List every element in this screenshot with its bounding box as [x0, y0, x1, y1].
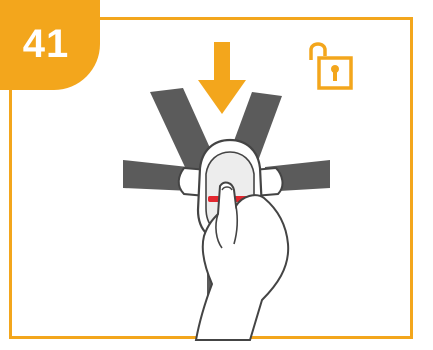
unlocked-padlock-icon	[303, 38, 355, 92]
step-badge: 41	[0, 0, 100, 90]
step-number: 41	[23, 22, 70, 67]
down-arrow-icon	[196, 42, 248, 114]
